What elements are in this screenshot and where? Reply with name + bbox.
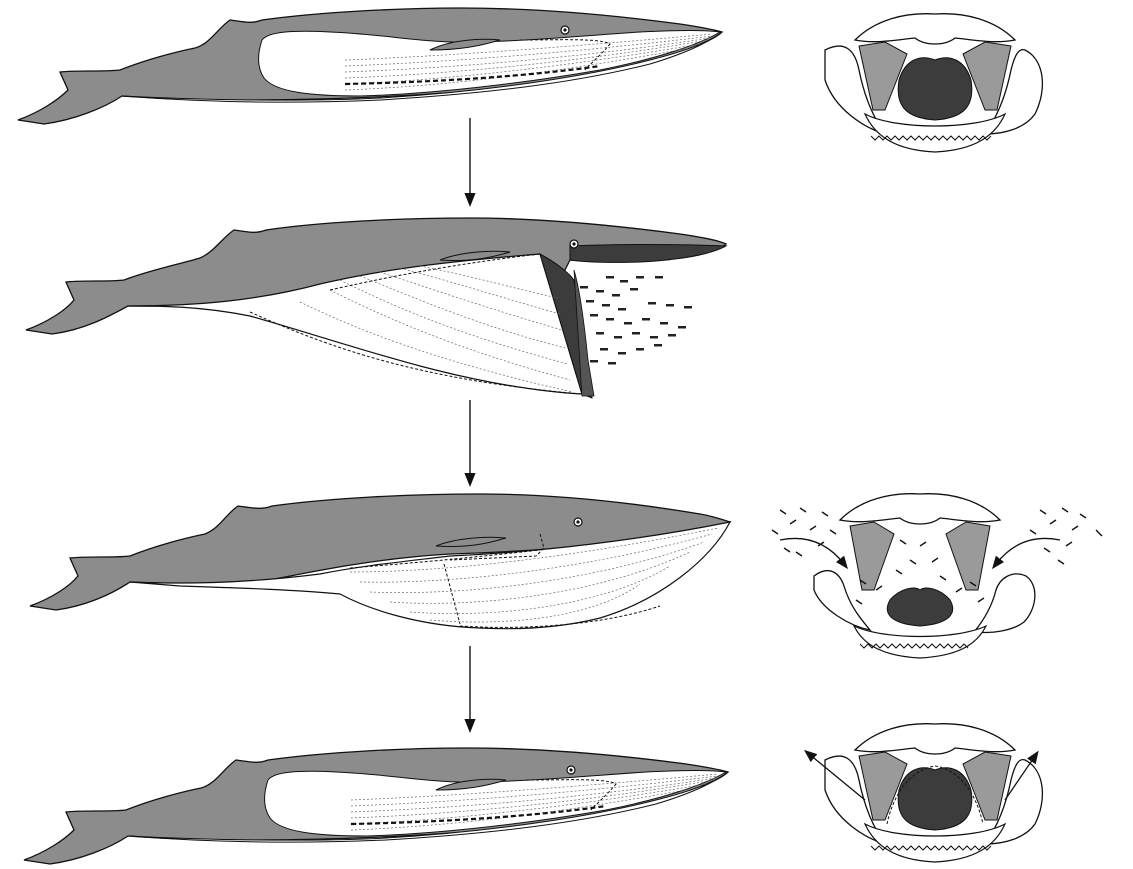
stage-4-cross-section (809, 724, 1042, 862)
stage-4-whale (24, 748, 728, 864)
stage-3-cross-section (772, 494, 1102, 658)
stage-3-whale (30, 494, 730, 629)
stage-1-cross-section (825, 14, 1042, 152)
prey-school-stage-2 (580, 276, 692, 365)
stage-1-whale (18, 8, 722, 124)
